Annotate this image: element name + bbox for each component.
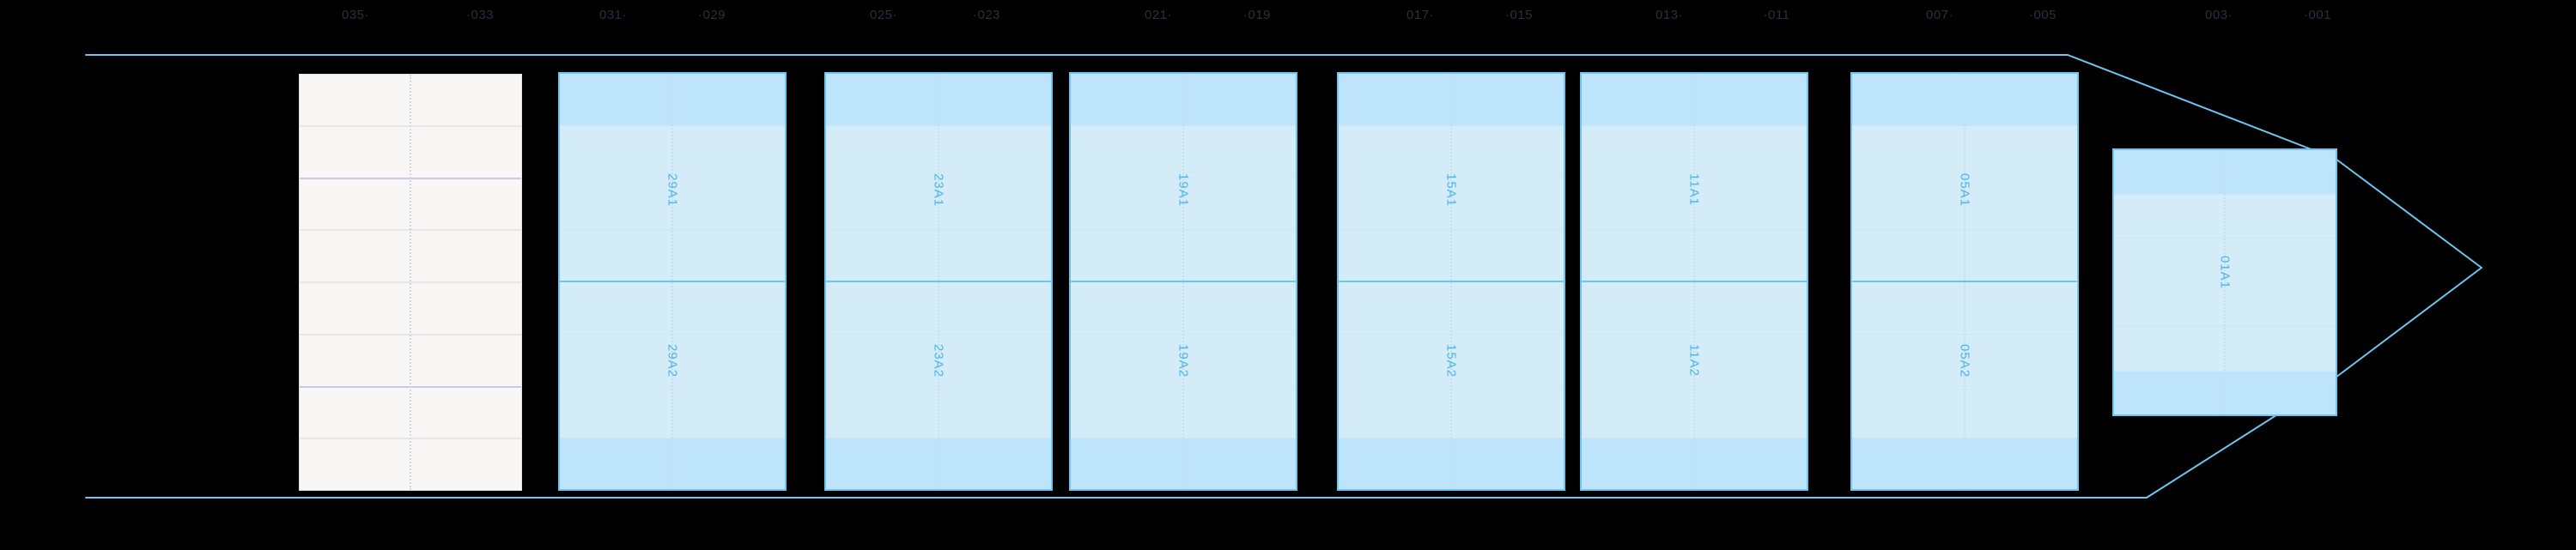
bay-centerline	[1693, 74, 1695, 489]
bay-centerline	[671, 74, 673, 489]
axis-tick-017: 017·	[1406, 8, 1435, 22]
bay-number-axis: 035· ·033 031· ·029 025· ·023 021· ·019 017· ·015…	[0, 0, 2576, 33]
axis-tick-013: 013·	[1655, 8, 1684, 22]
axis-tick-003: 003·	[2204, 8, 2233, 22]
axis-tick-021: 021·	[1144, 8, 1173, 22]
axis-tick-015: ·015	[1504, 8, 1534, 22]
axis-tick-031: 031·	[598, 8, 628, 22]
bay-01A[interactable]: 01A1	[2112, 148, 2337, 416]
bay-centerline	[1964, 74, 1965, 489]
bay-centerline	[938, 74, 939, 489]
bay-centerline	[2224, 150, 2226, 414]
bay-empty-33[interactable]	[299, 74, 522, 491]
axis-tick-023: ·023	[972, 8, 1001, 22]
bay-centerline	[410, 75, 411, 490]
bay-centerline	[1182, 74, 1184, 489]
axis-tick-019: ·019	[1242, 8, 1272, 22]
axis-tick-025: 025·	[869, 8, 898, 22]
axis-tick-005: ·005	[2028, 8, 2057, 22]
axis-tick-011: ·011	[1763, 8, 1790, 22]
bay-centerline	[1450, 74, 1452, 489]
axis-tick-001: ·001	[2303, 8, 2332, 22]
axis-tick-007: 007·	[1925, 8, 1954, 22]
axis-tick-033: ·033	[465, 8, 495, 22]
axis-tick-029: ·029	[697, 8, 726, 22]
axis-tick-035: 035·	[341, 8, 370, 22]
